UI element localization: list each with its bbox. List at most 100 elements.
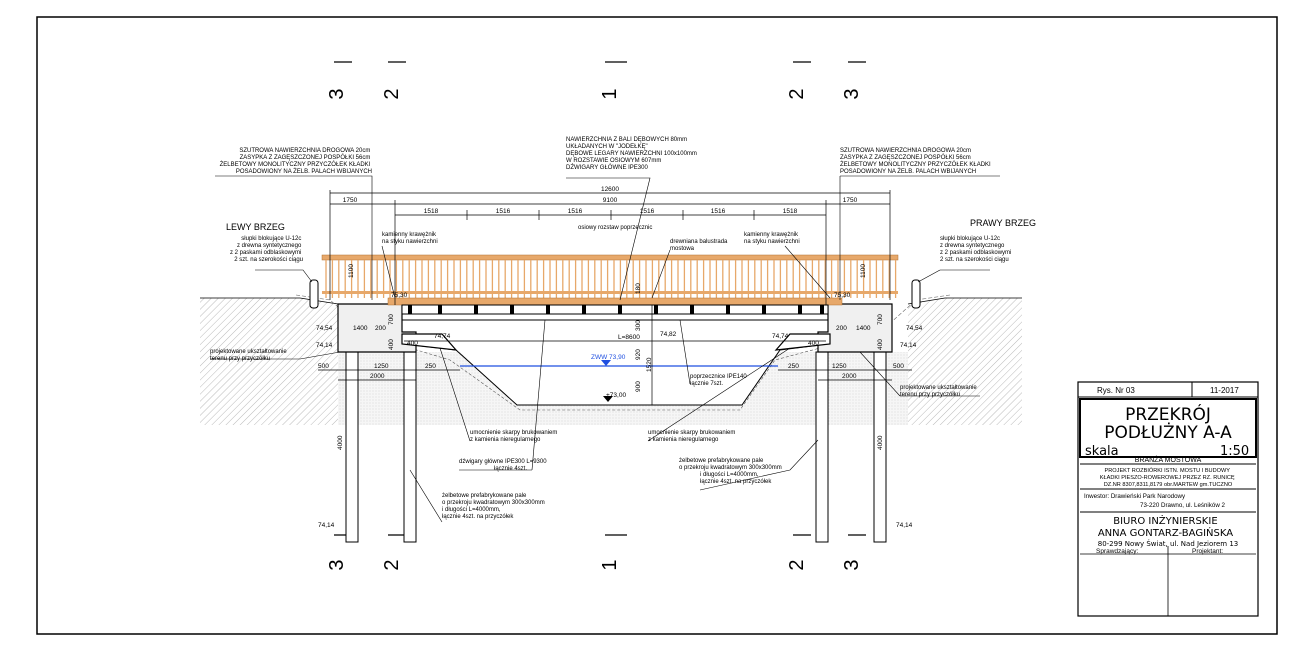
dim-abut-r: 200 [836, 325, 847, 332]
dim-total: 12600 [601, 186, 619, 193]
dim-400-r: 400 [877, 339, 884, 350]
note-left-surface: SZUTROWA NAWIERZCHNIA DROGOWA 20cm ZASYP… [220, 148, 372, 175]
section-mark: 3 [326, 559, 348, 570]
dim-abut-l: 1400 [353, 325, 368, 332]
dim-abut-l: 200 [375, 325, 386, 332]
dim-found: 500 [318, 363, 329, 370]
level: 74,14 [318, 522, 335, 529]
dim-found: 250 [425, 363, 436, 370]
title-block: Rys. Nr 03 11-2017 PRZEKRÓJ PODŁUŻNY A-A… [1077, 381, 1259, 617]
section-mark: 2 [786, 559, 808, 570]
dim-mid: 9100 [603, 197, 618, 204]
dim-900: 900 [635, 381, 642, 392]
note-slope-left: umocnienie skarpy brukowaniem z kamienia… [470, 430, 559, 443]
section-markers-bottom: 3 2 1 2 3 [326, 559, 863, 570]
tb-title1: PRZEKRÓJ [1125, 403, 1211, 425]
section-mark: 2 [786, 88, 808, 99]
dim-left-end: 1750 [343, 197, 358, 204]
bed-level-label: +73,00 [606, 392, 626, 399]
dim-span: 1516 [496, 208, 511, 215]
dim-700-l: 700 [388, 314, 395, 325]
level: 74,74 [772, 333, 789, 340]
dimension-lines [318, 190, 912, 540]
tb-rys: Rys. Nr 03 [1097, 386, 1135, 395]
tb-checker: Sprawdzający: [1096, 548, 1138, 555]
dim-span: 1518 [424, 208, 439, 215]
dim-found: 1250 [374, 363, 389, 370]
dim-920: 920 [635, 349, 642, 360]
dim-400-l: 400 [388, 339, 395, 350]
level: 74,54 [906, 325, 923, 332]
dim-span: 1518 [783, 208, 798, 215]
dim-right-end: 1750 [843, 197, 858, 204]
tb-designer: Projektant: [1192, 548, 1223, 555]
note-slope-right: umocnienie skarpy brukowaniem z kamienia… [648, 430, 737, 443]
leader-lines [210, 175, 1000, 523]
bank-right: PRAWY BRZEG [970, 218, 1036, 228]
note-piles-left: żelbetowe prefabrykowane pale o przekroj… [442, 493, 546, 520]
sheet-border [36, 16, 1278, 635]
note-curb-left: kamienny krawężnik na styku nawierzchni [382, 232, 438, 245]
note-bollards-right: słupki blokujące U-12c z drewna syntetyc… [940, 236, 1013, 263]
level: 74,14 [316, 342, 333, 349]
dim-found: 1250 [832, 363, 847, 370]
dim-rail-right: 1100 [860, 264, 867, 278]
terrain [200, 294, 1022, 425]
note-center-deck: NAWIERZCHNIA Z BALI DĘBOWYCH 80mm UKŁADA… [566, 137, 699, 171]
tb-date: 11-2017 [1210, 386, 1239, 395]
note-railing: drewniana balustrada mostowa [670, 239, 729, 252]
tb-branch: BRANŻA MOSTOWA [1135, 455, 1202, 464]
tb-scale: 1:50 [1220, 444, 1249, 459]
dim-span: 1516 [640, 208, 655, 215]
abutments [337, 303, 893, 353]
note-piles-right: żelbetowe prefabrykowane pale o przekroj… [679, 458, 783, 485]
dim-1520: 1520 [646, 357, 653, 372]
bollards [309, 279, 921, 309]
water-level-label: ZWW 73,90 [591, 354, 626, 361]
dim-pile-r: 4000 [877, 435, 884, 450]
dim-span: 1516 [568, 208, 583, 215]
note-right-surface: SZUTROWA NAWIERZCHNIA DROGOWA 20cm ZASYP… [840, 148, 992, 175]
dim-700-r: 700 [877, 314, 884, 325]
note-girders: dźwigary główne IPE300 L=9300 łącznie 4s… [459, 459, 548, 472]
section-markers-top: 3 2 1 2 3 [326, 88, 863, 99]
dim-found: 2000 [842, 373, 857, 380]
dim-found: 500 [893, 363, 904, 370]
note-bollards-left: słupki blokujące U-12c z drewna syntetyc… [230, 236, 303, 263]
section-mark: 1 [599, 559, 621, 570]
level: 75,30 [391, 292, 408, 299]
dim-rail-left: 1100 [348, 264, 355, 278]
level: 74,74 [434, 333, 451, 340]
tb-scale-label: skala [1085, 444, 1119, 459]
note-curb-right: kamienny krawężnik na styku nawierzchni [744, 232, 800, 245]
section-mark: 3 [326, 88, 348, 99]
dim-300: 300 [635, 320, 642, 331]
section-mark: 2 [381, 559, 403, 570]
tb-office: BIURO INŻYNIERSKIE ANNA GONTARZ-BAGIŃSKA… [1098, 509, 1239, 548]
railing [321, 254, 899, 306]
deck-girders [401, 304, 829, 321]
tb-investor: Inwestor: Drawieński Park Narodowy 73-22… [1084, 493, 1226, 509]
level: 75,30 [834, 292, 851, 299]
note-crossbeams: poprzecznice IPE140 łącznie 7szt. [690, 374, 748, 387]
section-mark: 3 [841, 559, 863, 570]
dim-pile-l: 4000 [337, 435, 344, 450]
level: 74,54 [316, 325, 333, 332]
dim-found: 250 [788, 363, 799, 370]
level: 74,14 [900, 342, 917, 349]
section-mark: 1 [599, 88, 621, 99]
note-spacing: osiowy rozstaw poprzecznic [578, 225, 652, 231]
tb-title2: PODŁUŻNY A-A [1104, 422, 1232, 443]
level: 74,82 [660, 331, 677, 338]
dim-found: 2000 [370, 373, 385, 380]
dim-400-l2: 400 [407, 340, 418, 347]
note-terrain-right: projektowane ukształtowanie terenu przy … [900, 385, 978, 398]
section-mark: 3 [841, 88, 863, 99]
tb-project: PROJEKT ROZBIÓRKI ISTN. MOSTU I BUDOWY K… [1100, 467, 1236, 488]
section-mark: 2 [381, 88, 403, 99]
dim-span: 1516 [711, 208, 726, 215]
dim-abut-r: 1400 [856, 325, 871, 332]
dim-post: 180 [635, 283, 642, 294]
dim-400-r2: 400 [808, 340, 819, 347]
